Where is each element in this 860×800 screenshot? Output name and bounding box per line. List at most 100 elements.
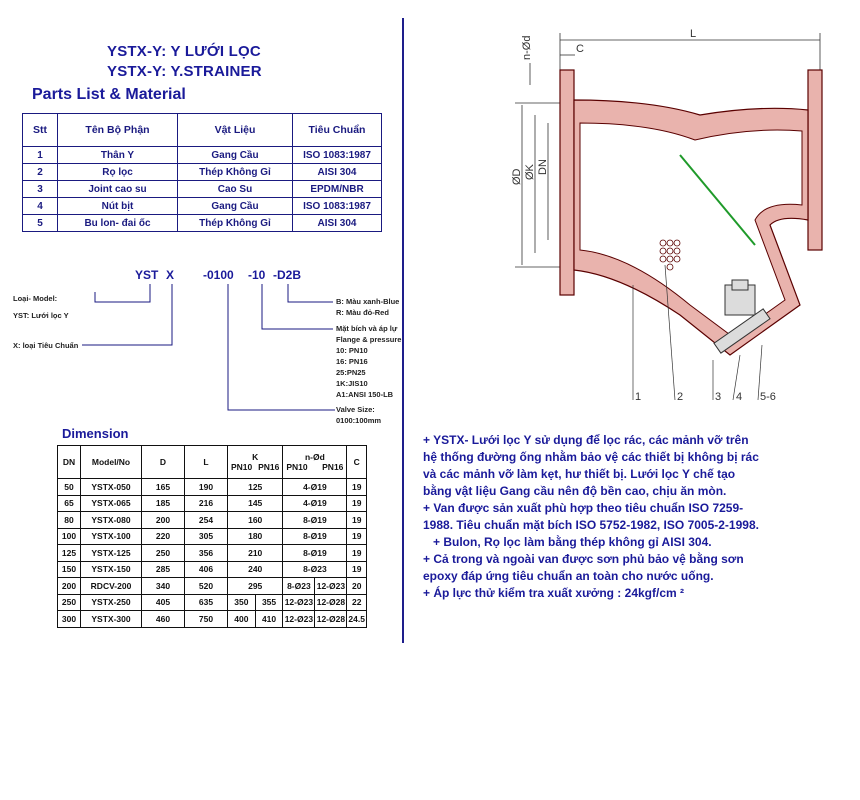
cell: 295 (226, 577, 284, 595)
cell: 406 (184, 560, 228, 578)
cell: 300 (57, 610, 81, 628)
cell: 19 (346, 511, 367, 529)
cell: 210 (226, 544, 284, 562)
parts-header-row: Stt Tên Bộ Phận Vật Liệu Tiêu Chuẩn (22, 113, 382, 147)
cell: 750 (184, 610, 228, 628)
cell: YSTX-250 (80, 593, 142, 611)
cell: 22 (346, 593, 367, 611)
cell: Thép Không Gỉ (177, 214, 293, 232)
title-vn: YSTX-Y: Y LƯỚI LỌC (107, 43, 261, 60)
cell: 410 (254, 610, 284, 628)
col-standard: Tiêu Chuẩn (292, 113, 382, 147)
model-code-x: X (166, 268, 175, 282)
col-model: Model/No (80, 445, 142, 479)
cell: 5 (22, 214, 58, 232)
parts-heading: Parts List & Material (32, 86, 186, 103)
cell: 216 (184, 494, 228, 512)
cell: 350 (227, 593, 256, 611)
col-d: D (141, 445, 185, 479)
cell: 180 (226, 527, 284, 545)
column-divider (402, 18, 404, 643)
model-code-yst: YST (135, 268, 159, 282)
cell: 125 (226, 478, 284, 496)
cell: Joint cao su (57, 180, 178, 198)
cell: 635 (184, 593, 228, 611)
cell: YSTX-300 (80, 610, 142, 628)
valve-size-options: Valve Size: 0100:100mm (336, 405, 382, 425)
cell: 12-Ø23 (314, 577, 348, 595)
col-c: C (346, 445, 367, 479)
cell: 8-Ø23 (282, 577, 316, 595)
col-dn: DN (57, 445, 81, 479)
model-code-color: -D2B (273, 268, 302, 282)
label-part-2: 2 (677, 391, 683, 403)
cell: 125 (57, 544, 81, 562)
cell: 65 (57, 494, 81, 512)
model-code-size: -0100 (203, 268, 234, 282)
cell: 2 (22, 163, 58, 181)
cell: 8-Ø19 (282, 544, 348, 562)
label-yst: YST: Lưới lọc Y (13, 311, 69, 320)
cell: 12-Ø23 (282, 610, 316, 628)
cell: 145 (226, 494, 284, 512)
cell: 19 (346, 544, 367, 562)
cell: 8-Ø23 (282, 560, 348, 578)
label-part-1: 1 (635, 391, 641, 403)
label-ok: ØK (524, 163, 536, 180)
cell: 254 (184, 511, 228, 529)
cell: 4-Ø19 (282, 478, 348, 496)
cell: 460 (141, 610, 185, 628)
dimension-heading: Dimension (62, 426, 129, 441)
cell: 190 (184, 478, 228, 496)
cell: YSTX-050 (80, 478, 142, 496)
cell: 305 (184, 527, 228, 545)
col-part-name: Tên Bộ Phận (57, 113, 178, 147)
cell: 12-Ø28 (314, 610, 348, 628)
cell: 240 (226, 560, 284, 578)
cell: 24.5 (346, 610, 367, 628)
cell: Nút bịt (57, 197, 178, 215)
cell: 20 (346, 577, 367, 595)
screen-holes (659, 239, 681, 271)
cell: 165 (141, 478, 185, 496)
cell: RDCV-200 (80, 577, 142, 595)
cell: ISO 1083:1987 (292, 197, 382, 215)
cell: 80 (57, 511, 81, 529)
cell: 250 (57, 593, 81, 611)
cell: Rọ lọc (57, 163, 178, 181)
cell: 520 (184, 577, 228, 595)
cell: 356 (184, 544, 228, 562)
cell: YSTX-125 (80, 544, 142, 562)
cell: 50 (57, 478, 81, 496)
cell: Gang Cầu (177, 146, 293, 164)
cell: 8-Ø19 (282, 527, 348, 545)
y-strainer-drawing: n-Ød C L ØD ØK DN 1 2 3 4 5-6 (511, 28, 823, 403)
cell: Thân Y (57, 146, 178, 164)
label-part-4: 4 (736, 391, 742, 403)
cell: 19 (346, 560, 367, 578)
cell: 19 (346, 527, 367, 545)
label-l: L (690, 28, 696, 40)
cell: Cao Su (177, 180, 293, 198)
cell: 405 (141, 593, 185, 611)
cell: 400 (227, 610, 256, 628)
leader-lines (632, 264, 763, 401)
cell: 12-Ø23 (282, 593, 316, 611)
cell: Bu lon- đai ốc (57, 214, 178, 232)
cell: YSTX-065 (80, 494, 142, 512)
color-options: B: Màu xanh-Blue R: Màu đỏ-Red (336, 297, 400, 317)
description-para-2: + Van được sản xuất phù hợp theo tiêu ch… (423, 501, 759, 532)
cell: 340 (141, 577, 185, 595)
